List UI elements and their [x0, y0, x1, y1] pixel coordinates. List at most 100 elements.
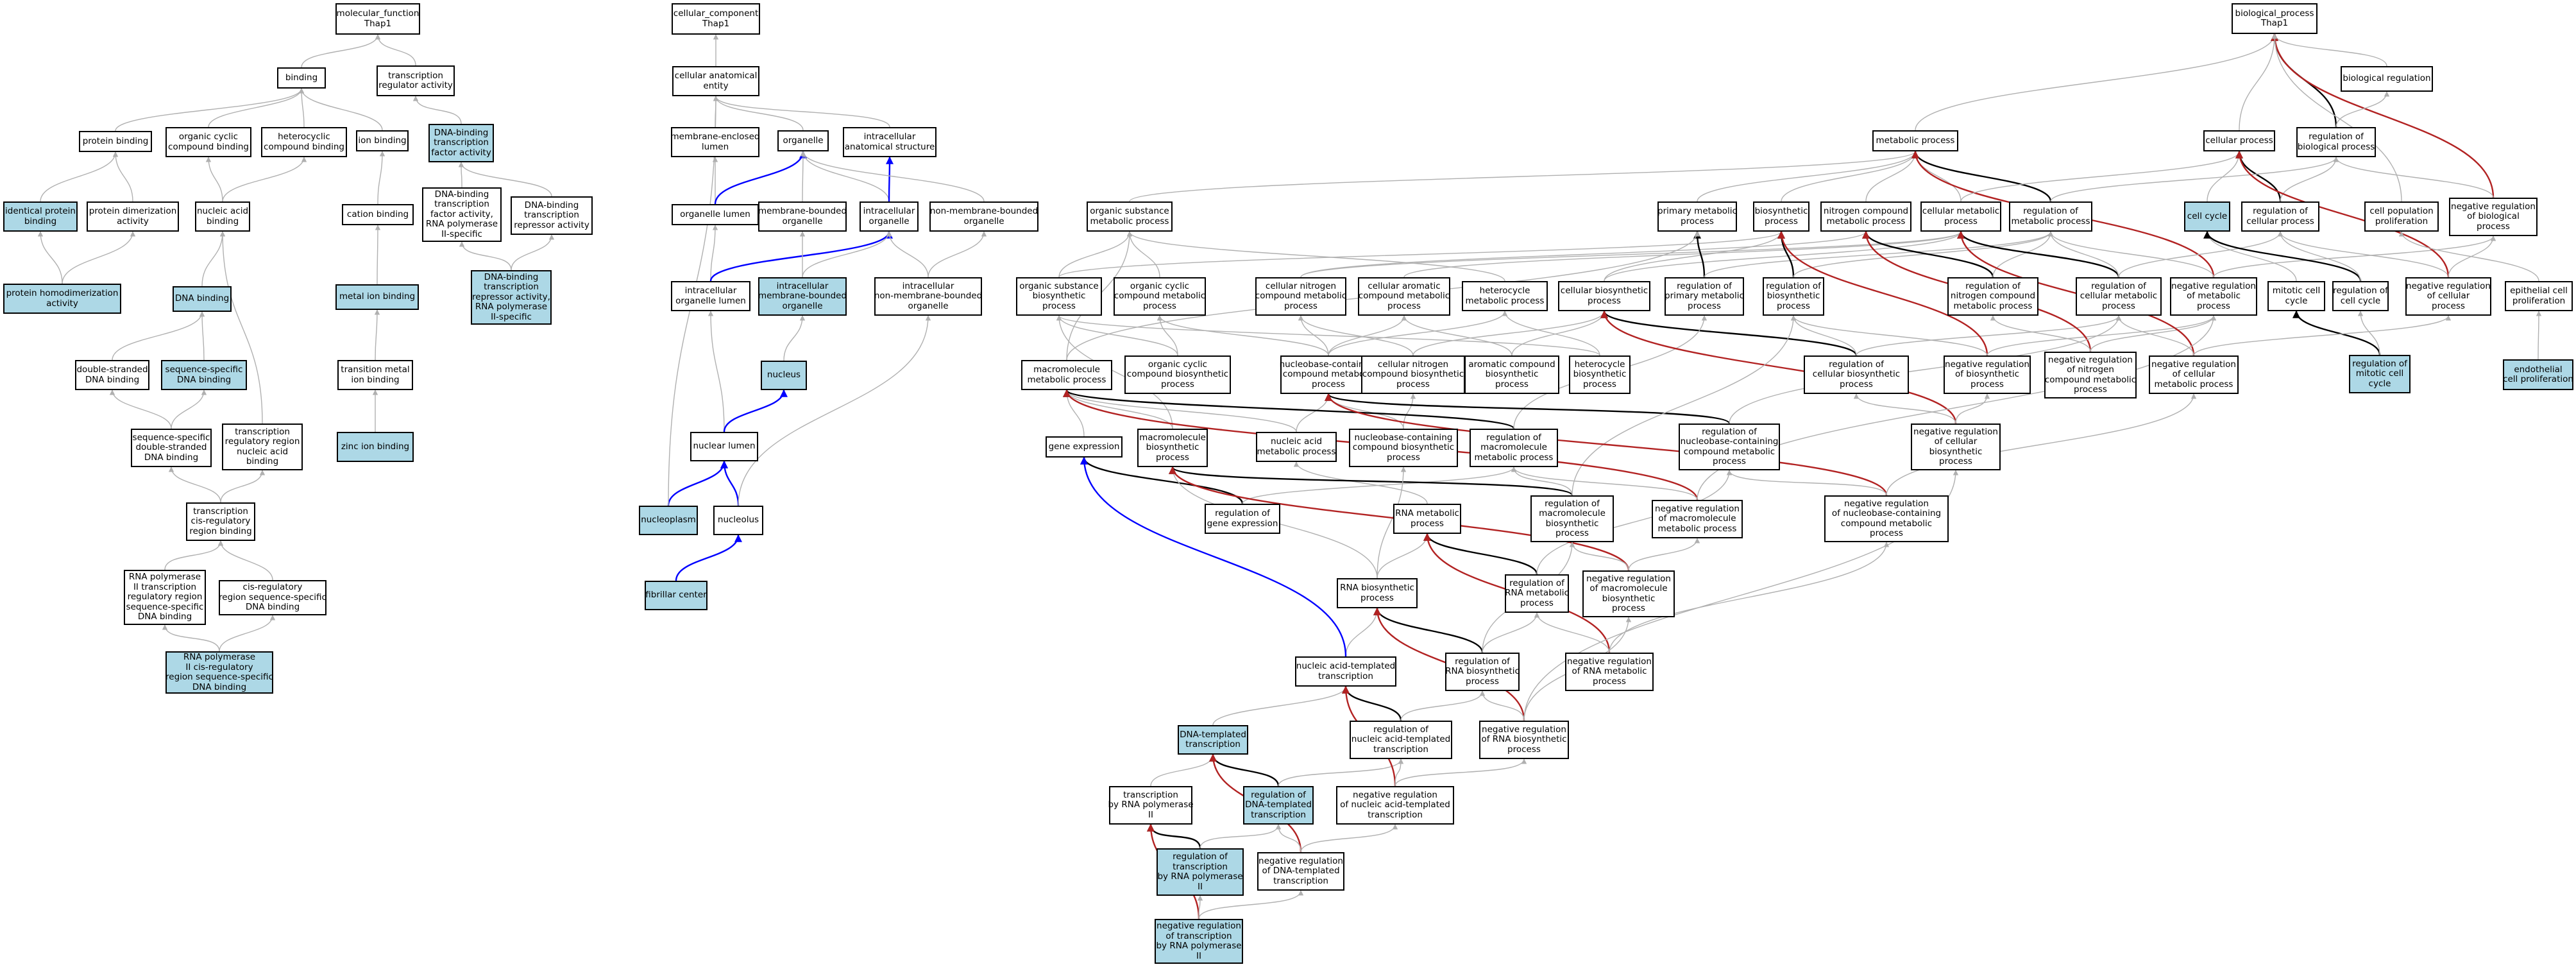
node-nucleoplasm[interactable]: nucleoplasm [639, 506, 698, 535]
node-metabolic-process[interactable]: metabolic process [1872, 130, 1958, 151]
node-cation-binding[interactable]: cation binding [342, 204, 414, 225]
node-nucleolus[interactable]: nucleolus [713, 506, 763, 535]
node-zinc-ion-binding[interactable]: zinc ion binding [337, 432, 414, 462]
node-protein-binding[interactable]: protein binding [79, 131, 152, 152]
node-organelle[interactable]: organelle [777, 130, 829, 151]
node-dna-binding[interactable]: DNA binding [173, 286, 232, 312]
node-organelle-lumen[interactable]: organelle lumen [672, 204, 759, 225]
node-ion-binding[interactable]: ion binding [356, 130, 409, 151]
node-nucleus[interactable]: nucleus [761, 361, 807, 390]
node-fibrillar-center[interactable]: fibrillar center [645, 581, 708, 610]
node-cell-cycle[interactable]: cell cycle [2184, 201, 2230, 232]
node-nuclear-lumen[interactable]: nuclear lumen [690, 432, 758, 461]
node-cellular-process[interactable]: cellular process [2203, 130, 2275, 151]
node-binding[interactable]: binding [277, 67, 326, 89]
